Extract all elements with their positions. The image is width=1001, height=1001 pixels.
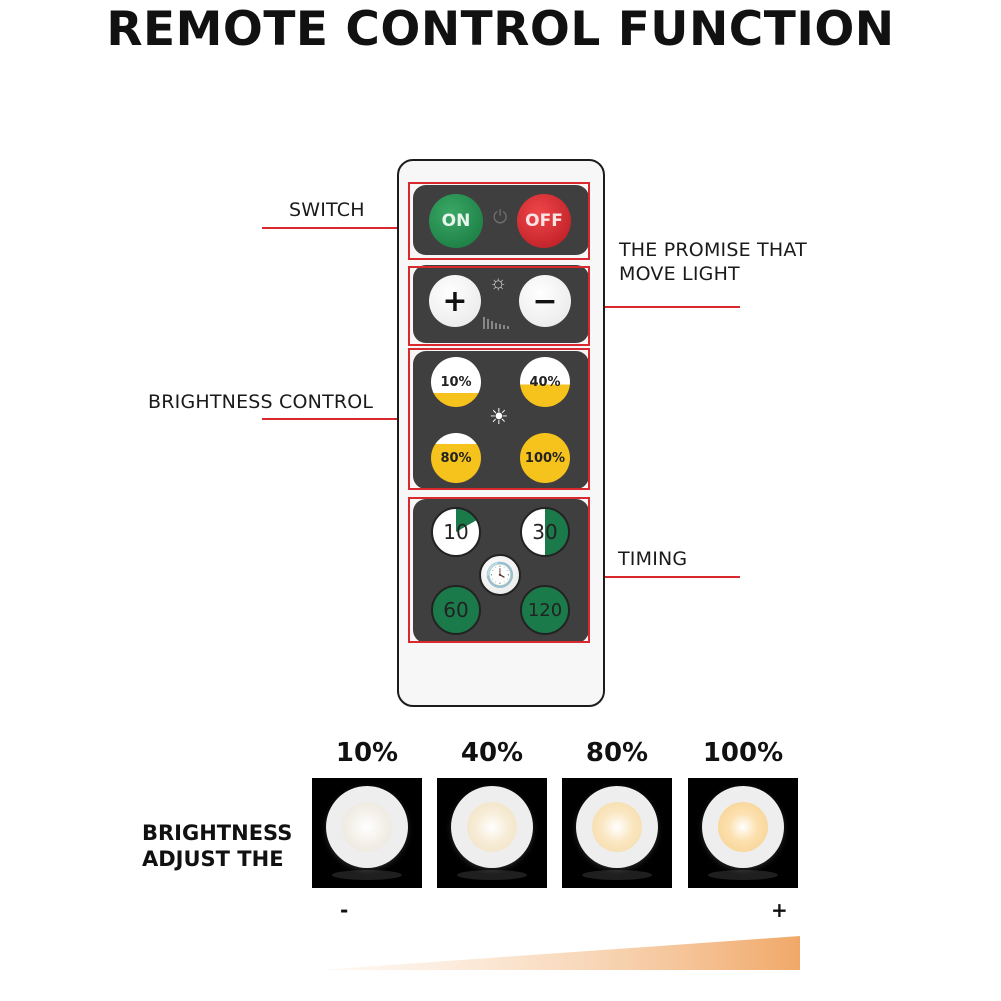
brightness-10-button[interactable]: 10% [431,357,481,407]
timer-60-button[interactable]: 60 [431,585,481,635]
brightness-control-callout: BRIGHTNESS CONTROL [148,391,374,413]
dimmer-highlight [408,266,590,346]
brightness-adjust-line2: ADJUST THE [142,847,284,871]
move-light-callout-line [590,306,740,308]
timing-callout: TIMING [618,548,688,570]
brightness-panel: 10% 40% ☀ 80% 100% [413,351,589,489]
level-bars-icon [483,317,509,329]
scale-plus: + [771,898,788,922]
brightness-adjust-line1: BRIGHTNESS [142,821,293,845]
level-40-label: 40% [460,738,524,768]
light-80-image [562,778,672,888]
timing-callout-line [590,576,740,578]
move-light-callout-line2: MOVE LIGHT [619,263,740,285]
brightness-40-button[interactable]: 40% [520,357,570,407]
brightness-highlight [408,348,590,490]
timer-10-button[interactable]: 10 [431,507,481,557]
brightness-adjust-label: BRIGHTNESS ADJUST THE [142,820,292,872]
level-80-label: 80% [585,738,649,768]
page-title: REMOTE CONTROL FUNCTION [106,2,895,57]
off-button[interactable]: OFF [517,194,571,248]
power-icon: ⏻ [493,207,508,227]
brightness-gradient-wedge [320,936,800,970]
switch-callout-line [262,227,408,229]
increase-button[interactable]: + [429,275,481,327]
light-10-image [312,778,422,888]
on-button[interactable]: ON [429,194,483,248]
scale-minus: - [340,898,349,922]
move-light-callout: THE PROMISE THAT MOVE LIGHT [619,238,807,286]
move-light-callout-line1: THE PROMISE THAT [619,239,807,261]
brightness-callout-line [262,418,408,420]
brightness-100-button[interactable]: 100% [520,433,570,483]
decrease-button[interactable]: − [519,275,571,327]
sun-icon: ☼ [489,272,508,294]
switch-panel: ON ⏻ OFF [413,185,589,255]
dimmer-panel: + ☼ − [413,265,589,343]
switch-callout: SWITCH [289,199,365,221]
clock-icon: 🕓 [479,554,521,596]
level-10-label: 10% [335,738,399,768]
timer-highlight [408,497,590,643]
brightness-80-button[interactable]: 80% [431,433,481,483]
switch-highlight [408,182,590,260]
level-100-label: 100% [702,738,784,768]
timer-120-button[interactable]: 120 [520,585,570,635]
timer-panel: 10 30 🕓 60 120 [413,499,589,643]
remote-control: ON ⏻ OFF + ☼ − 10% 40% ☀ 80% 100% 10 30 … [397,159,605,707]
timer-30-button[interactable]: 30 [520,507,570,557]
brightness-sun-icon: ☀ [489,404,509,429]
light-100-image [688,778,798,888]
light-40-image [437,778,547,888]
